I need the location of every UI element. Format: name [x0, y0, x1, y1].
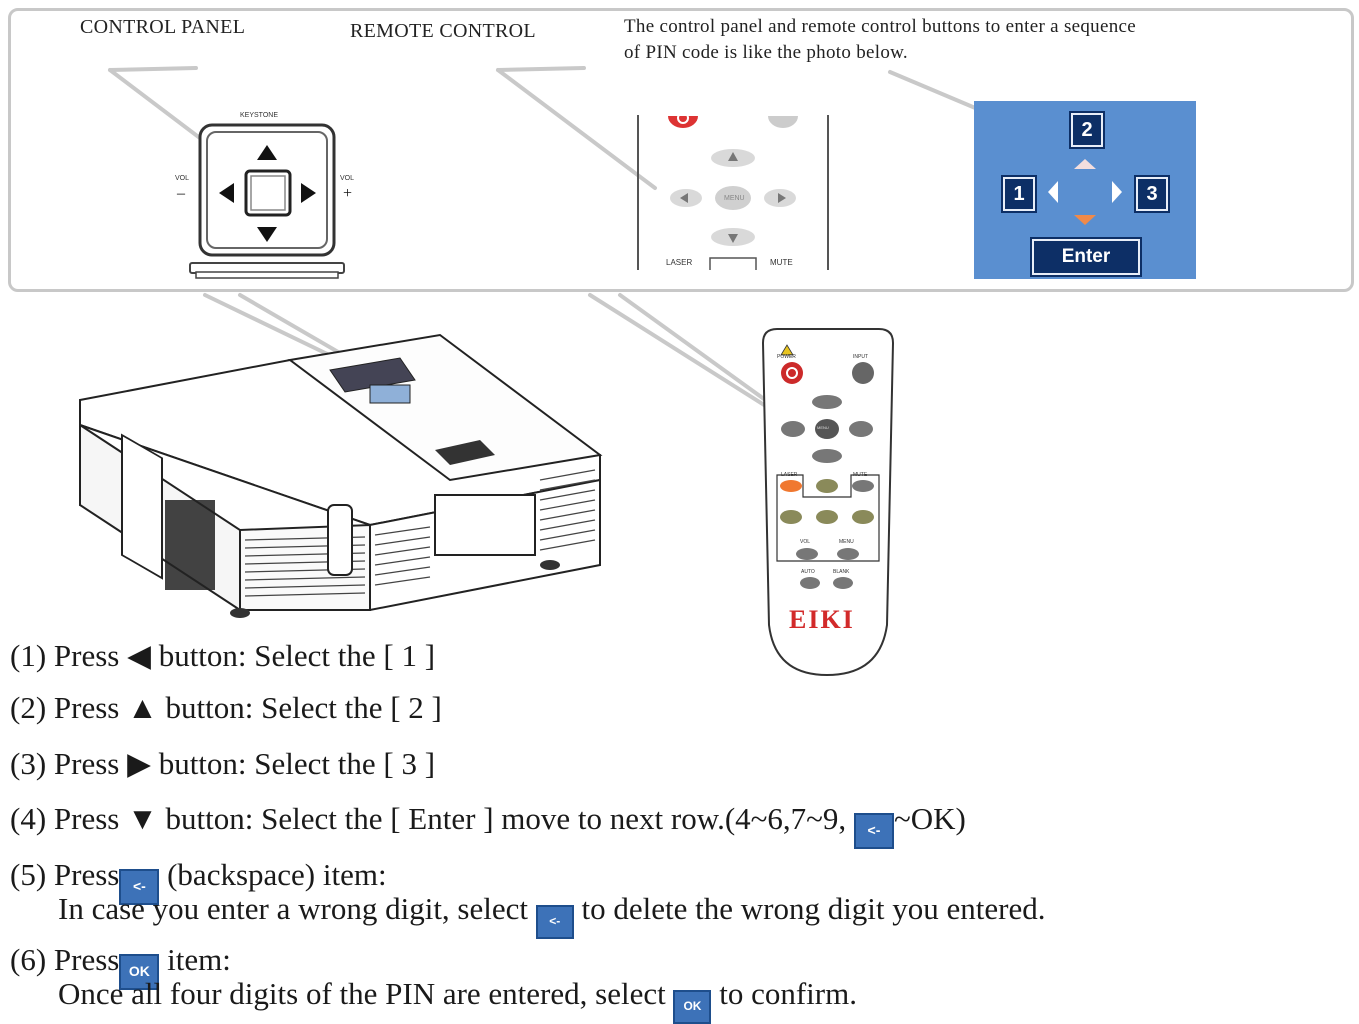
pin-arrows [1048, 159, 1122, 225]
step-4-end: ~OK) [893, 801, 966, 836]
step-5-detail-text: In case you enter a wrong digit, select [58, 891, 528, 926]
step-5-text: (5) Press [10, 857, 120, 892]
step-4: (4) Press ▼ button: Select the [ Enter ]… [10, 801, 966, 849]
remote-control-illustration: POWER INPUT MENU LASER MUTE VOL MENU AUT… [755, 325, 900, 680]
intro-line-1: The control panel and remote control but… [624, 16, 1136, 37]
remote-mute-label: MUTE [853, 472, 868, 478]
callout-panel [8, 8, 1354, 292]
remote-power-label: POWER [777, 354, 796, 360]
step-5: (5) Press<- (backspace) item: [10, 857, 387, 905]
menu-label: MENU [724, 195, 745, 202]
remote-menu-label-2: MENU [839, 539, 854, 545]
right-arrow-icon [301, 183, 316, 203]
ok-icon: OK [119, 954, 160, 990]
laser-label: LASER [666, 258, 693, 267]
intro-line-2: of PIN code is like the photo below. [624, 42, 908, 63]
enter-button[interactable]: Enter [1030, 237, 1142, 277]
left-arrow-icon [1048, 181, 1058, 203]
ok-icon: OK [673, 990, 712, 1024]
keystone-label: KEYSTONE [240, 112, 278, 119]
control-panel-detail: KEYSTONE VOL – VOL + [160, 105, 370, 280]
control-panel-drawing [189, 123, 345, 279]
vol-minus-label: VOL [175, 175, 190, 182]
digit-3-key[interactable]: 3 [1134, 175, 1170, 213]
step-6-detail-text: Once all four digits of the PIN are ente… [58, 976, 666, 1011]
remote-vol-label: VOL [800, 539, 811, 545]
step-5-item: (backspace) item: [159, 857, 387, 892]
down-arrow-icon [1074, 215, 1096, 225]
left-arrow-icon [219, 183, 234, 203]
mute-label: MUTE [770, 258, 793, 267]
remote-blank-label: BLANK [833, 569, 850, 575]
pin-entry-screen: 2 1 3 Enter [974, 101, 1196, 279]
digit-2-key[interactable]: 2 [1069, 111, 1105, 149]
step-2: (2) Press ▲ button: Select the [ 2 ] [10, 690, 442, 725]
digit-1-key[interactable]: 1 [1001, 175, 1037, 213]
step-4-text: (4) Press ▼ button: Select the [ Enter ]… [10, 801, 847, 836]
remote-drawing [761, 328, 895, 677]
backspace-icon: <- [535, 905, 574, 939]
remote-menu-label: MENU [817, 425, 829, 430]
step-6-detail-end: to confirm. [719, 976, 857, 1011]
brand-logo: EIKI [789, 605, 855, 634]
step-5-detail-end: to delete the wrong digit you entered. [581, 891, 1046, 926]
remote-auto-label: AUTO [801, 569, 815, 575]
minus-sign: – [177, 185, 185, 202]
step-5-detail: In case you enter a wrong digit, select … [10, 891, 1046, 939]
right-arrow-icon [1112, 181, 1122, 203]
backspace-icon: <- [119, 869, 160, 905]
power-icon [781, 362, 803, 384]
remote-control-detail: MENU LASER MUTE [630, 110, 835, 275]
step-3: (3) Press ▶ button: Select the [ 3 ] [10, 746, 436, 781]
step-6-text: (6) Press [10, 942, 120, 977]
remote-control-label: REMOTE CONTROL [350, 20, 536, 42]
step-6-item: item: [159, 942, 231, 977]
vol-plus-label: VOL [340, 175, 355, 182]
control-panel-label: CONTROL PANEL [80, 16, 246, 38]
backspace-icon: <- [853, 813, 894, 849]
remote-input-label: INPUT [853, 354, 868, 360]
remote-detail-drawing [637, 112, 829, 270]
down-arrow-icon [257, 227, 277, 242]
up-arrow-icon [1074, 159, 1096, 169]
plus-sign: + [343, 185, 353, 202]
step-6-detail: Once all four digits of the PIN are ente… [10, 976, 857, 1024]
up-arrow-icon [257, 145, 277, 160]
remote-laser-label: LASER [781, 472, 798, 478]
projector-illustration [79, 333, 603, 618]
step-1: (1) Press ◀ button: Select the [ 1 ] [10, 638, 436, 673]
